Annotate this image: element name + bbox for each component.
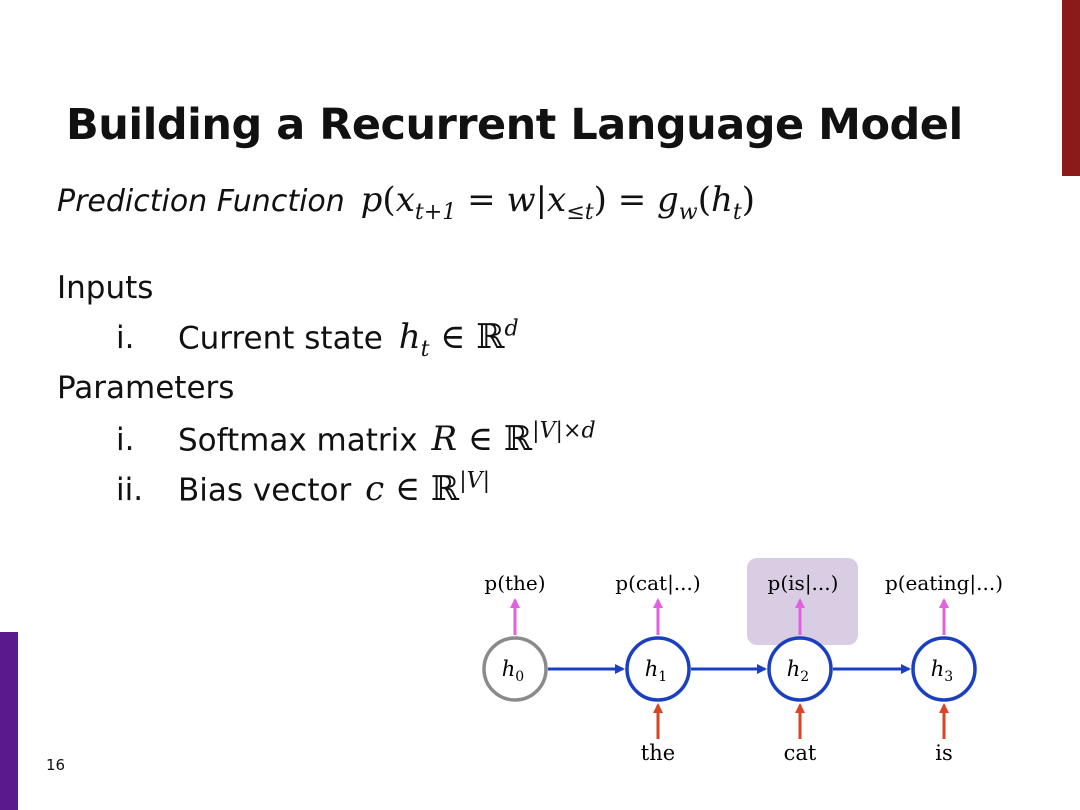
parameters-item-2: ii. Bias vector c ∈ ℝ|V| xyxy=(116,468,490,509)
inputs-item-1-number: i. xyxy=(116,320,135,357)
input-word-3: is xyxy=(935,741,953,765)
state-label-3: h3 xyxy=(931,657,953,685)
prediction-formula: p(xt+1 = w|x≤t) = gw(ht) xyxy=(360,180,756,225)
state-node-2 xyxy=(767,636,833,702)
parameters-item-1-number: i. xyxy=(116,422,135,459)
state-node-3 xyxy=(911,636,977,702)
state-label-1: h1 xyxy=(645,657,667,685)
state-node-0 xyxy=(482,636,548,702)
slide-number: 16 xyxy=(46,756,66,774)
input-word-1: the xyxy=(641,741,675,765)
accent-bar-right xyxy=(1062,0,1080,176)
state-label-2: h2 xyxy=(787,657,809,685)
rnn-diagram: p(the) p(cat|...) p(is|...) p(eating|...… xyxy=(482,558,1003,765)
prediction-label: Prediction Function xyxy=(57,184,345,219)
state-label-0: h0 xyxy=(502,657,524,685)
parameters-item-2-number: ii. xyxy=(116,472,144,509)
prediction-line: Prediction Function p(xt+1 = w|x≤t) = gw… xyxy=(57,180,755,225)
output-label-0: p(the) xyxy=(484,571,545,595)
slide-title: Building a Recurrent Language Model xyxy=(66,100,963,150)
inputs-item-1: i. Current state ht ∈ ℝd xyxy=(116,316,519,362)
parameters-item-2-math: c ∈ ℝ|V| xyxy=(365,468,491,510)
parameters-item-1-text: Softmax matrix xyxy=(178,422,418,459)
inputs-heading: Inputs xyxy=(57,270,154,306)
output-label-2: p(is|...) xyxy=(768,571,839,596)
state-node-1 xyxy=(625,636,691,702)
parameters-item-1: i. Softmax matrix R ∈ ℝ|V|×d xyxy=(116,418,596,459)
accent-bar-left xyxy=(0,632,18,810)
output-label-3: p(eating|...) xyxy=(885,571,1003,596)
parameters-heading: Parameters xyxy=(57,370,235,406)
output-label-1: p(cat|...) xyxy=(615,571,700,596)
inputs-item-1-text: Current state xyxy=(178,320,383,357)
input-word-2: cat xyxy=(784,741,817,765)
parameters-item-1-math: R ∈ ℝ|V|×d xyxy=(431,418,596,460)
inputs-item-1-math: ht ∈ ℝd xyxy=(398,316,519,363)
parameters-item-2-text: Bias vector xyxy=(178,472,352,509)
